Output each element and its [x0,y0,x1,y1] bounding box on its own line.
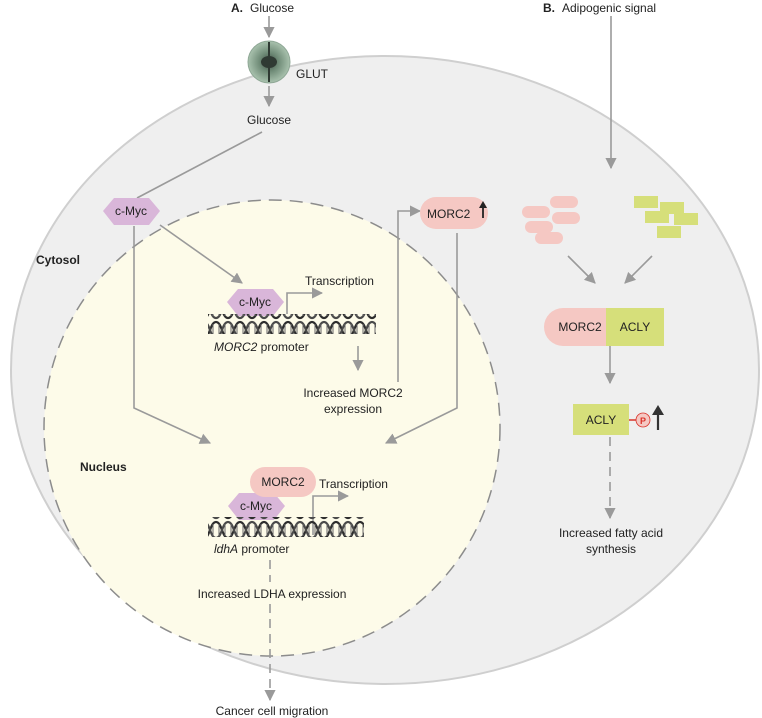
fatty-acid-line2: synthesis [586,542,636,556]
transcription-label-morc2: Transcription [305,274,374,288]
morc2-promoter-label: MORC2 promoter [214,340,309,354]
cytosol-label: Cytosol [36,253,80,267]
arrow-transcription-morc2 [286,287,324,314]
nucleus-label: Nucleus [80,460,127,474]
up-arrow-icon [479,201,487,218]
dna-helix-ldha-icon [208,517,364,537]
arrow-cmyc-to-morc2-promoter [159,224,243,284]
morc2-expression-line1: Increased MORC2 [303,386,403,400]
arrow-pink-to-complex [567,255,596,284]
complex-morc2-shape [544,308,606,346]
cmyc-hexagon-morc2-promoter [227,289,284,316]
ldha-promoter-label: ldhA promoter [214,542,289,556]
nucleus [43,199,501,657]
transcription-label-ldha: Transcription [319,477,388,491]
acly-p-label: ACLY [586,413,616,427]
cmyc-label-morc2-promoter: c-Myc [239,295,271,309]
glut-transporter-icon [247,40,291,84]
morc2-pool-icon [522,196,580,244]
acly-p-box [573,404,629,435]
ldha-expression-label: Increased LDHA expression [198,587,347,601]
complex-morc2-label: MORC2 [558,320,602,334]
cmyc-hexagon-ldha-promoter [228,493,285,520]
panel-a-letter: A. [231,1,243,15]
up-arrow-icon [652,405,664,430]
complex-acly-label: ACLY [620,320,650,334]
arrow-cmyc-to-ldha-promoter [133,226,212,444]
morc2-protein-label: MORC2 [427,207,471,221]
complex-acly-shape [606,308,664,346]
morc2-expression-line2: expression [324,402,382,416]
cmyc-hexagon-cytosol [103,198,160,225]
acly-pool-icon [634,196,698,238]
morc2-bound-shape [250,467,316,497]
line-glucose-to-cmyc [136,131,263,199]
panel-b-title: Adipogenic signal [562,1,656,15]
morc2-bound-label: MORC2 [261,475,305,489]
glucose-inside-label: Glucose [247,113,291,127]
arrow-expression-to-morc2-protein [397,205,422,382]
cmyc-label-cytosol: c-Myc [115,204,147,218]
dna-helix-morc2-icon [208,314,376,334]
cmyc-label-ldha-promoter: c-Myc [240,499,272,513]
arrow-green-to-complex [624,255,653,284]
glut-label: GLUT [296,67,329,81]
fatty-acid-line1: Increased fatty acid [559,526,663,540]
phospho-label: P [640,416,646,426]
panel-a-title: Glucose [250,1,294,15]
phospho-badge [635,412,651,428]
arrow-morc2-protein-to-ldha [384,233,458,444]
morc2-protein-shape [420,197,488,229]
migration-label: Cancer cell migration [216,704,329,718]
panel-b-letter: B. [543,1,555,15]
